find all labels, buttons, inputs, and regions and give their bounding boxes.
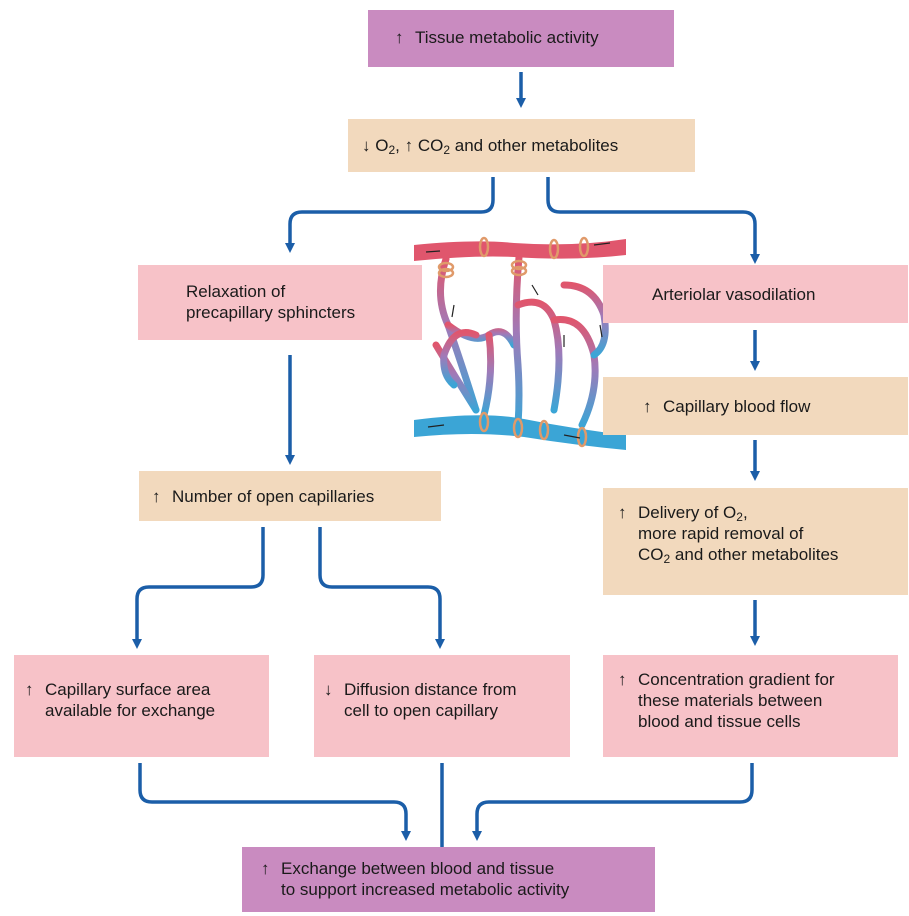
box-line-2: cell to open capillary [344,701,499,720]
arrow-gradient-to-exchange [472,763,754,841]
box-text: Exchange between blood and tissue [281,859,555,878]
co2-label: CO [417,136,444,155]
box-line-1: ↑ Concentration gradient for [618,669,898,690]
arrow-o2-to-vasodil [546,177,760,264]
surface-area-box: ↑ Capillary surface area available for ex… [14,655,269,757]
arteriolar-vasodilation-box: Arteriolar vasodilation [603,265,908,323]
box-text: Capillary blood flow [663,397,811,416]
arteriole [414,239,626,261]
o2-label: O [375,136,389,155]
relaxation-box: Relaxation of precapillary sphincters [138,265,422,340]
co2-label: CO [638,545,664,564]
box-line-3: blood and tissue cells [638,712,801,731]
open-capillaries-box: ↑ Number of open capillaries [139,471,441,521]
box-text: and other metabolites [450,136,619,155]
comma: , [742,503,748,522]
concentration-gradient-box: ↑ Concentration gradient for these materi… [603,655,898,757]
box-line-1: ↑ Capillary surface area [25,679,269,700]
box-line-2: to support increased metabolic activity [281,880,570,899]
box-text: Arteriolar vasodilation [652,285,816,304]
down-arrow-glyph: ↓ [324,680,333,699]
box-text: Diffusion distance from [344,680,517,699]
down-arrow-glyph: ↓ [362,136,371,155]
co2-sub: 2 [663,552,671,566]
co2-sub: 2 [443,143,451,157]
box-text: and other metabolites [670,545,839,564]
delivery-box: ↑Delivery of O2, more rapid removal of C… [603,488,908,595]
metabolites-box: ↓ O2, ↑ CO2 and other metabolites [348,119,695,172]
up-arrow-glyph: ↑ [643,397,652,416]
up-arrow-glyph: ↑ [152,487,161,506]
exchange-box: ↑ Exchange between blood and tissue to su… [242,847,655,912]
box-text: Concentration gradient for [638,670,835,689]
o2-sub: 2 [388,143,396,157]
box-line-3: CO2 and other metabolites [618,544,908,565]
box-line-2: precapillary sphincters [186,303,356,322]
up-arrow-glyph: ↑ [618,503,627,522]
arrow-surface-to-exchange [138,763,411,841]
venule [414,415,626,450]
box-line-1: ↑ Delivery of O2, [618,502,908,523]
up-arrow-glyph: ↑ [261,859,270,878]
box-text: Tissue metabolic activity [415,28,599,47]
delivery-text: Delivery of O [638,503,737,522]
arrow-o2-to-relax [285,177,495,253]
up-arrow-glyph: ↑ [25,680,34,699]
arrow-opencap-to-surface [132,527,265,649]
up-arrow-glyph: ↑ [395,28,404,47]
diffusion-distance-box: ↓ Diffusion distance from cell to open ca… [314,655,570,757]
box-line-2: available for exchange [45,701,216,720]
box-text: Capillary surface area [45,680,211,699]
up-arrow-glyph: ↑ [618,670,627,689]
box-text: Number of open capillaries [172,487,375,506]
up-arrow-glyph: ↑ [404,136,414,155]
arrow-opencap-to-diffusion [318,527,445,649]
capillary-bed-illustration [414,236,626,450]
box-line-2: these materials between [638,691,823,710]
comma: , [395,136,405,155]
box-line-1: ↑ Exchange between blood and tissue [261,858,655,879]
box-line-1: ↓ Diffusion distance from [324,679,570,700]
capillary-blood-flow-box: ↑ Capillary blood flow [603,377,908,435]
tissue-metabolic-activity-box: ↑ Tissue metabolic activity [368,10,674,67]
o2-sub: 2 [736,510,743,524]
box-line-1: Relaxation of [186,282,286,301]
box-line-2: more rapid removal of [638,524,804,543]
